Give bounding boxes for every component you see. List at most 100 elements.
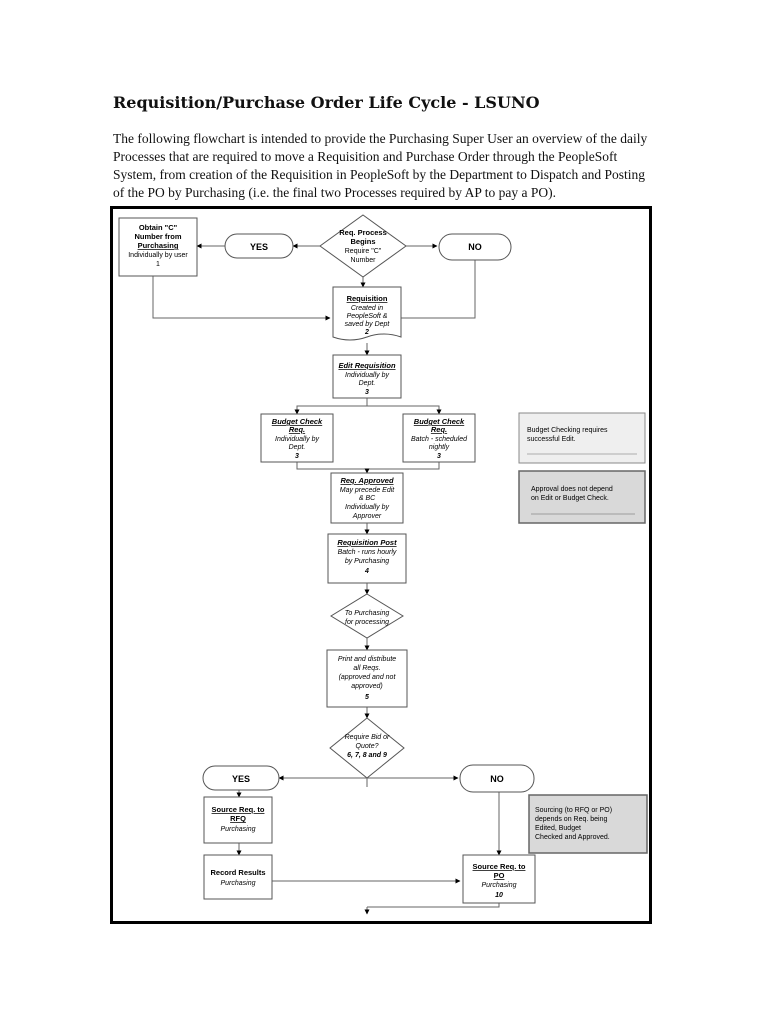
budget-checking-note: Budget Checking requires successful Edit… xyxy=(518,412,646,464)
budget-left-step: 3 xyxy=(295,453,299,460)
require-bid-line-2: Quote? xyxy=(356,743,379,750)
source-po-title-2: PO xyxy=(494,871,505,880)
requisition-title: Requisition xyxy=(347,294,388,303)
requisition-detail-2: PeopleSoft & xyxy=(347,313,388,320)
source-rfq-title-2: RFQ xyxy=(230,814,246,823)
yes-top-label: YES xyxy=(250,242,268,252)
req-approved-detail-4: Approver xyxy=(352,513,382,520)
budget-right-detail-2: nightly xyxy=(429,444,450,451)
source-po-box: Source Req. to PO Purchasing 10 xyxy=(462,854,536,904)
no-bottom-label: NO xyxy=(490,774,504,784)
intro-paragraph: The following flowchart is intended to p… xyxy=(113,131,648,200)
req-process-line-2: Begins xyxy=(350,237,375,246)
flowchart-diagram: Obtain "C" Number from Purchasing Indivi… xyxy=(118,214,648,915)
obtain-c-detail: Individually by user xyxy=(128,252,188,259)
req-process-detail-2: Number xyxy=(351,257,377,264)
to-purchasing-diamond: To Purchasing for processing xyxy=(330,593,404,639)
edit-req-detail-2: Dept. xyxy=(359,380,376,387)
budget-check-individual-box: Budget Check Req. Individually by Dept. … xyxy=(260,413,334,463)
source-po-step: 10 xyxy=(495,892,503,899)
connector-line xyxy=(294,398,368,415)
yes-top-terminal: YES xyxy=(224,233,294,259)
connector-line xyxy=(367,405,442,415)
sourcing-note-line-1: Sourcing (to RFQ or PO) xyxy=(535,807,612,814)
requisition-step: 2 xyxy=(364,329,369,336)
requisition-detail-3: saved by Dept xyxy=(345,321,391,328)
connector-line xyxy=(367,903,500,908)
require-bid-steps: 6, 7, 8 and 9 xyxy=(347,752,387,759)
obtain-c-link: Purchasing xyxy=(138,241,179,250)
req-post-detail-2: by Purchasing xyxy=(345,558,389,565)
budget-left-title-1: Budget Check xyxy=(272,417,323,426)
sourcing-note-line-3: Edited, Budget xyxy=(535,825,581,832)
approval-note: Approval does not depend on Edit or Budg… xyxy=(518,470,646,524)
budget-right-title-1: Budget Check xyxy=(414,417,465,426)
budget-check-batch-box: Budget Check Req. Batch - scheduled nigh… xyxy=(402,413,476,463)
no-top-label: NO xyxy=(468,242,482,252)
source-rfq-title-1: Source Req. to xyxy=(212,805,265,814)
budget-left-title-2: Req. xyxy=(289,425,305,434)
source-po-title-1: Source Req. to xyxy=(473,862,526,871)
approval-note-line-2: on Edit or Budget Check. xyxy=(531,495,609,502)
record-results-detail: Purchasing xyxy=(220,880,255,887)
requisition-post-box: Requisition Post Batch - runs hourly by … xyxy=(327,533,407,584)
no-bottom-terminal: NO xyxy=(459,764,535,793)
req-process-begins-diamond: Req. Process Begins Require "C" Number xyxy=(319,214,407,278)
budget-note-line-2: successful Edit. xyxy=(527,436,576,443)
to-purchasing-line-2: for processing xyxy=(345,619,389,626)
document-title: Requisition/Purchase Order Life Cycle - … xyxy=(113,93,540,112)
print-distribute-detail-2: all Reqs. xyxy=(353,665,380,672)
print-distribute-detail-4: approved) xyxy=(351,683,383,690)
obtain-c-line-1: Obtain "C" xyxy=(139,223,178,232)
sourcing-note: Sourcing (to RFQ or PO) depends on Req. … xyxy=(528,794,648,854)
budget-left-detail-2: Dept. xyxy=(289,444,306,451)
edit-req-title: Edit Requisition xyxy=(338,361,396,370)
edit-req-detail-1: Individually by xyxy=(345,372,389,379)
budget-right-step: 3 xyxy=(437,453,441,460)
require-bid-diamond: Require Bid or Quote? 6, 7, 8 and 9 xyxy=(329,717,405,779)
record-results-box: Record Results Purchasing xyxy=(203,854,273,900)
source-rfq-box: Source Req. to RFQ Purchasing xyxy=(203,796,273,844)
edit-requisition-box: Edit Requisition Individually by Dept. 3 xyxy=(332,354,402,399)
req-approved-detail-1: May precede Edit xyxy=(340,487,396,494)
to-purchasing-line-1: To Purchasing xyxy=(345,610,390,617)
source-rfq-detail: Purchasing xyxy=(220,826,255,833)
edit-req-step: 3 xyxy=(365,389,369,396)
print-distribute-detail-3: (approved and not xyxy=(339,674,397,681)
print-distribute-step: 5 xyxy=(365,694,369,701)
yes-bottom-label: YES xyxy=(232,774,250,784)
no-top-terminal: NO xyxy=(438,233,512,261)
record-results-title: Record Results xyxy=(210,868,265,877)
flowchart-frame: Obtain "C" Number from Purchasing Indivi… xyxy=(110,206,652,924)
approval-note-line-1: Approval does not depend xyxy=(531,486,613,493)
source-po-detail: Purchasing xyxy=(481,882,516,889)
obtain-c-number-box: Obtain "C" Number from Purchasing Indivi… xyxy=(118,217,198,277)
connector-line xyxy=(367,462,440,470)
print-distribute-detail-1: Print and distribute xyxy=(338,656,396,663)
req-approved-detail-2: & BC xyxy=(359,495,376,502)
req-process-line-1: Req. Process xyxy=(339,228,387,237)
connector-line xyxy=(396,260,476,321)
req-approved-detail-3: Individually by xyxy=(345,504,389,511)
connector-line xyxy=(152,276,331,321)
budget-note-line-1: Budget Checking requires xyxy=(527,427,608,434)
budget-right-detail-1: Batch - scheduled xyxy=(411,436,468,443)
yes-bottom-terminal: YES xyxy=(202,765,280,791)
obtain-c-line-2: Number from xyxy=(134,232,181,241)
req-approved-box: Req. Approved May precede Edit & BC Indi… xyxy=(330,472,404,524)
req-approved-title: Req. Approved xyxy=(340,476,393,485)
print-distribute-box: Print and distribute all Reqs. (approved… xyxy=(326,649,408,708)
requisition-detail-1: Created in xyxy=(351,305,383,312)
req-post-title: Requisition Post xyxy=(337,538,397,547)
require-bid-line-1: Require Bid or xyxy=(345,734,390,741)
budget-left-detail-1: Individually by xyxy=(275,436,319,443)
budget-right-title-2: Req. xyxy=(431,425,447,434)
requisition-document: Requisition Created in PeopleSoft & save… xyxy=(332,286,402,341)
req-post-step: 4 xyxy=(364,568,369,575)
connector-line xyxy=(296,462,367,470)
sourcing-note-line-4: Checked and Approved. xyxy=(535,834,610,841)
sourcing-note-line-2: depends on Req. being xyxy=(535,816,607,823)
obtain-c-step: 1 xyxy=(156,261,160,268)
req-process-detail-1: Require "C" xyxy=(345,248,382,255)
req-post-detail-1: Batch - runs hourly xyxy=(338,549,397,556)
